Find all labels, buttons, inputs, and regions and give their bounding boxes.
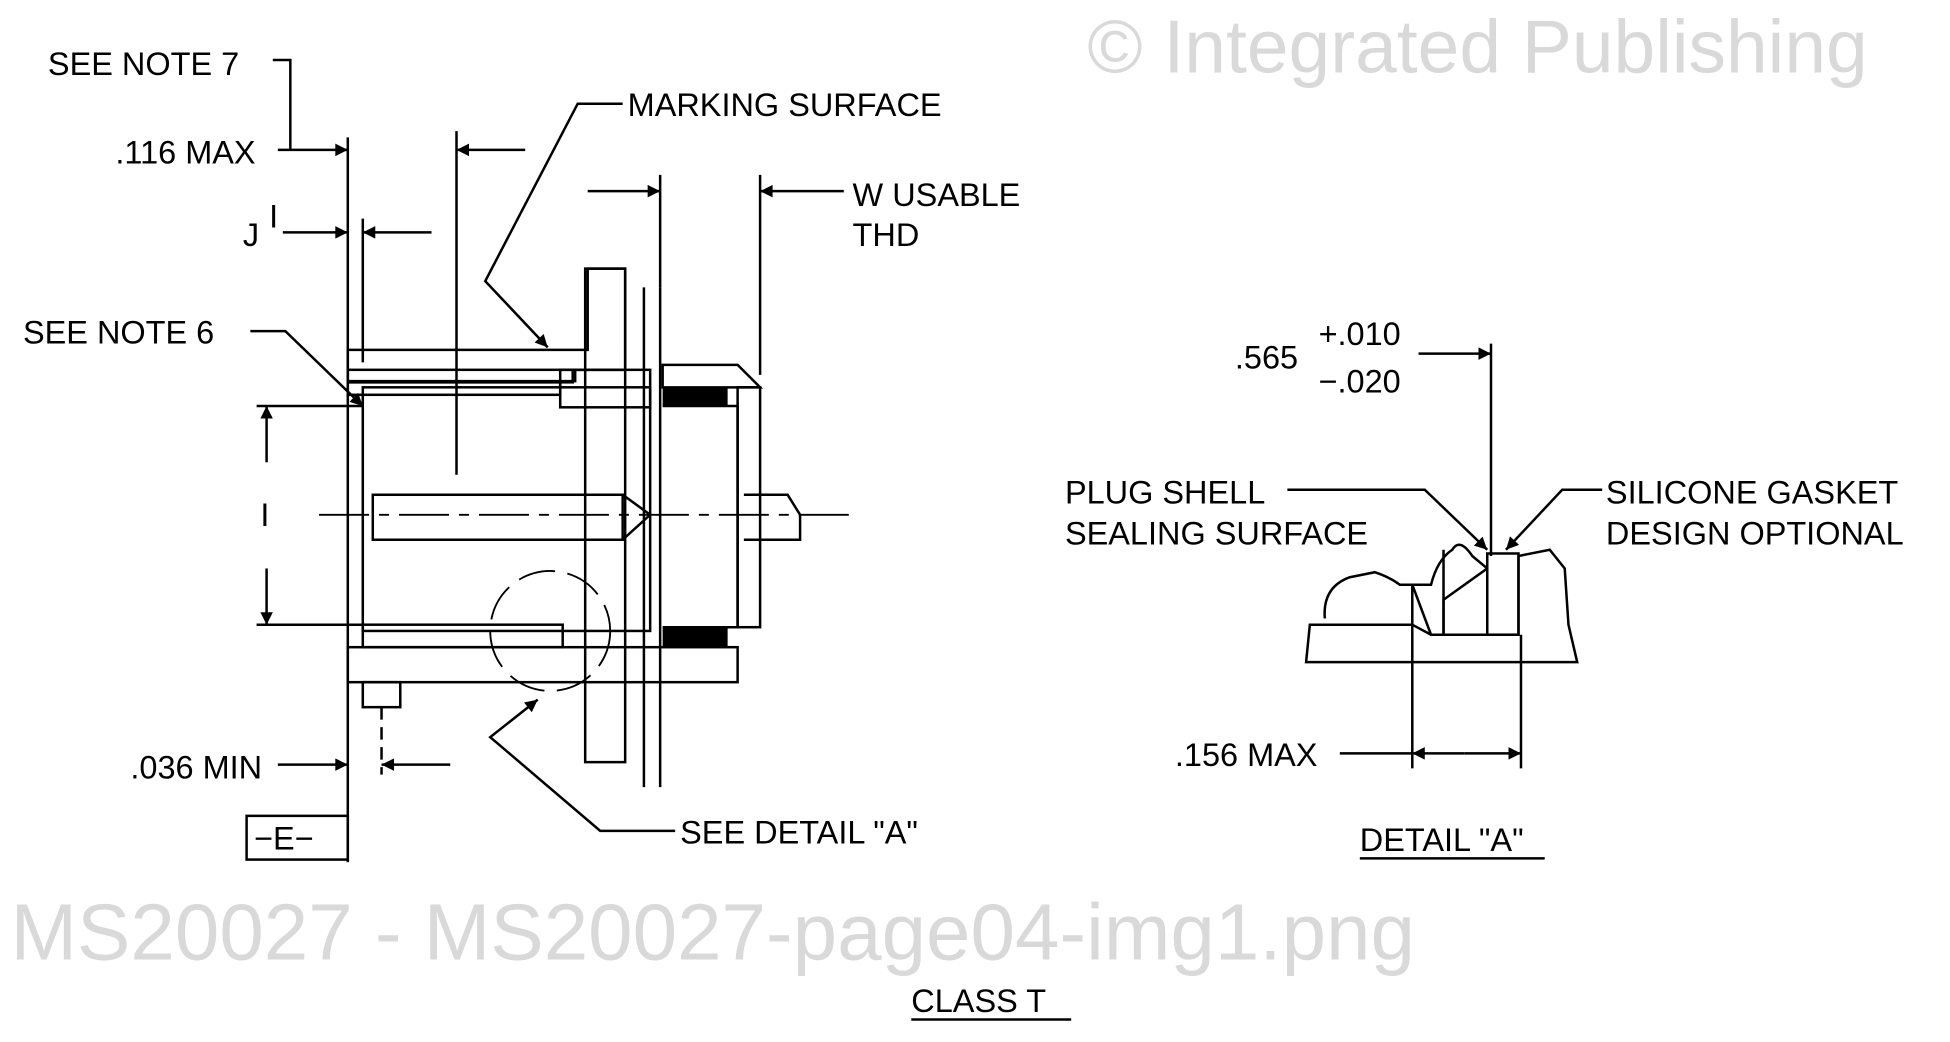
contact-pin	[371, 493, 624, 541]
gasket-label-2: DESIGN OPTIONAL	[1606, 516, 1904, 552]
insert-body	[361, 386, 652, 633]
dim-565: .565	[1235, 340, 1298, 376]
j-superscript: I	[269, 198, 278, 234]
dimension-lines	[245, 58, 844, 863]
gasket-bottom	[662, 627, 728, 648]
w-usable-label: W USABLE	[853, 177, 1021, 213]
gasket-label-1: SILICONE GASKET	[1606, 475, 1898, 511]
i-dim-label: I	[260, 497, 269, 533]
tol-minus: −.020	[1319, 363, 1401, 399]
datum-e-label: −E−	[254, 821, 314, 857]
caption-class-t: CLASS T	[911, 983, 1046, 1019]
dim-156-max: .156 MAX	[1175, 737, 1318, 773]
connector-section-view	[319, 267, 851, 788]
thd-label: THD	[853, 217, 920, 253]
tol-plus: +.010	[1319, 316, 1401, 352]
top-shell	[346, 267, 627, 383]
j-label: J	[243, 217, 259, 253]
see-detail-a-label: SEE DETAIL "A"	[680, 814, 918, 850]
marking-surface-label: MARKING SURFACE	[628, 87, 942, 123]
plug-shell-label-2: SEALING SURFACE	[1065, 516, 1368, 552]
datum-e-box	[245, 814, 350, 861]
dim-116-max: .116 MAX	[115, 135, 255, 171]
see-note-6-label: SEE NOTE 6	[23, 315, 214, 351]
watermark-line1: © Integrated Publishing	[1087, 4, 1867, 88]
detail-a-view	[1287, 343, 1603, 769]
dim-036-min: .036 MIN	[130, 749, 262, 785]
gasket-top	[662, 387, 728, 407]
bottom-shell	[346, 645, 739, 684]
watermark-line2: MS20027 - MS20027-page04-img1.png	[10, 888, 1415, 977]
silicone-gasket	[1486, 552, 1520, 636]
detail-a-title: DETAIL "A"	[1360, 822, 1524, 858]
plug-shell-label-1: PLUG SHELL	[1065, 475, 1265, 511]
see-note-7-label: SEE NOTE 7	[48, 46, 239, 82]
